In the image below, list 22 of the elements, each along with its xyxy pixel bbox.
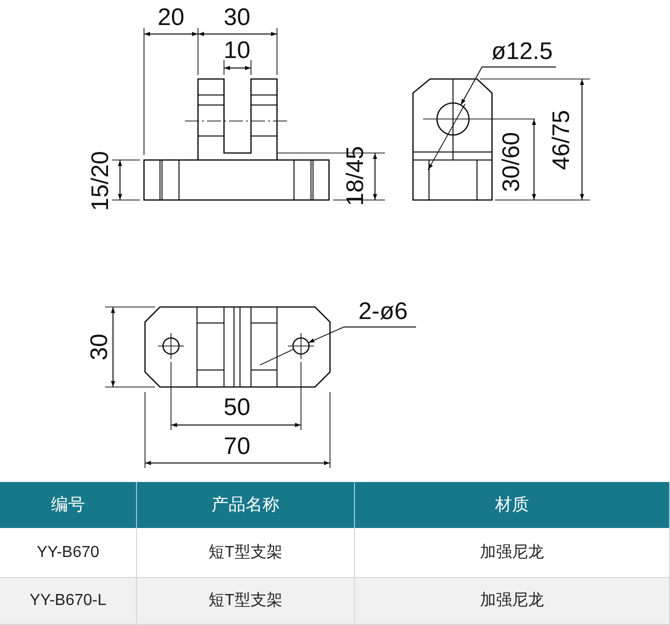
table-cell: 加强尼龙 bbox=[355, 528, 670, 577]
dimension-text: ø12.5 bbox=[488, 38, 556, 66]
dimension-text: 18/45 bbox=[344, 146, 368, 206]
table-cell: 短T型支架 bbox=[137, 528, 355, 577]
table-cell: YY-B670-L bbox=[0, 578, 137, 624]
table-cell: YY-B670 bbox=[0, 528, 137, 577]
table-cell: 短T型支架 bbox=[137, 578, 355, 624]
dimension-text: 70 bbox=[224, 435, 250, 459]
table-cell: 加强尼龙 bbox=[355, 578, 670, 624]
dimension-text: 46/75 bbox=[550, 110, 574, 170]
leader-line bbox=[460, 66, 556, 106]
hole-circle bbox=[436, 102, 470, 136]
dimension-text: 10 bbox=[224, 39, 250, 63]
hole-circle bbox=[292, 337, 310, 355]
dimension-text: 30/60 bbox=[500, 132, 524, 192]
dimension-text: 2-ø6 bbox=[350, 298, 416, 326]
leader-line bbox=[308, 326, 416, 344]
dimension-text: 30 bbox=[88, 334, 112, 360]
dimension-text: 30 bbox=[224, 6, 250, 30]
dimension-text: 15/20 bbox=[89, 150, 113, 212]
dimension-text: 20 bbox=[158, 6, 184, 30]
dimension-text: 50 bbox=[224, 396, 250, 420]
